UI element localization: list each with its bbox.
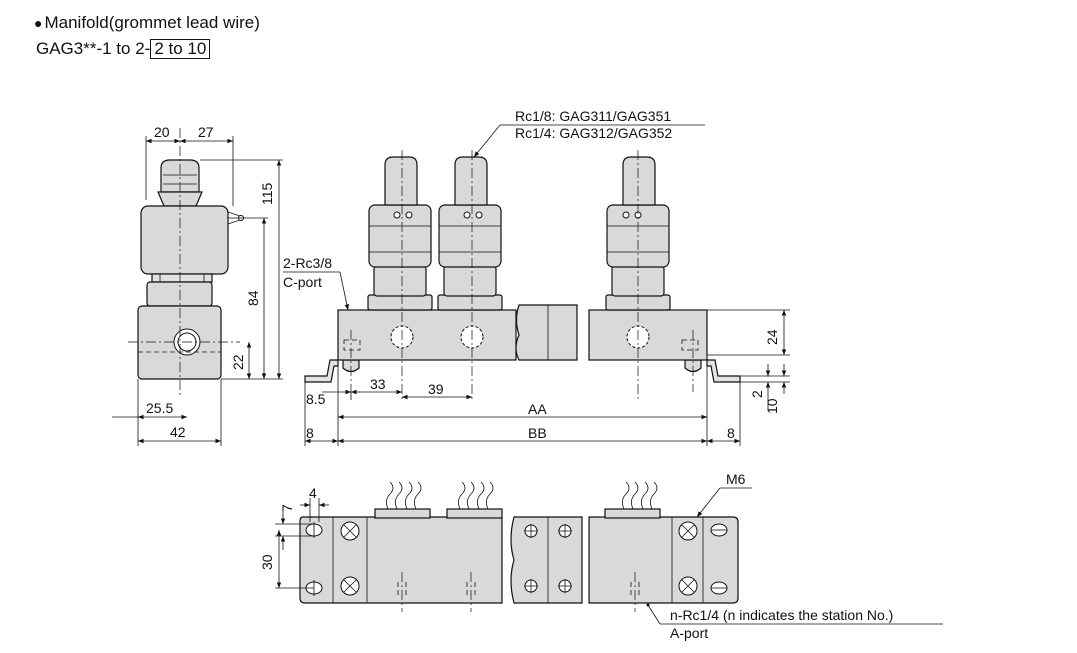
- front-bracket-left: [304, 359, 339, 383]
- side-neck: [151, 273, 213, 283]
- dim-side-115: 115: [259, 182, 275, 205]
- callout-a-port-label: A-port: [670, 625, 708, 641]
- callout-c-port-size: 2-Rc3/8: [283, 255, 332, 271]
- manifold-title: Manifold(grommet lead wire): [44, 13, 260, 32]
- dim-front-33: 33: [370, 376, 386, 392]
- dim-side-20: 20: [154, 124, 170, 140]
- bottom-middle-holes: [524, 524, 572, 593]
- dim-front-aa: AA: [528, 401, 547, 417]
- dim-side-27: 27: [198, 124, 214, 140]
- dim-side-22: 22: [230, 354, 246, 370]
- dim-front-8-5: 8.5: [306, 391, 326, 407]
- dim-bottom-7: 7: [279, 504, 295, 512]
- callout-m6: M6: [726, 471, 746, 487]
- bottom-mounting-holes: [305, 522, 728, 596]
- front-foot-right: [684, 359, 702, 373]
- side-view: 20 27 115 84 22 25.5 42: [112, 124, 283, 446]
- dim-side-25-5: 25.5: [146, 400, 173, 416]
- side-bonnet: [146, 281, 213, 307]
- bottom-view: 7 4 30 M6 n-Rc1/4 (n indicates the stati…: [259, 471, 943, 641]
- bottom-cross-holes: [340, 521, 698, 596]
- dim-side-84: 84: [245, 290, 261, 306]
- front-manifold-middle: [515, 304, 578, 361]
- header: ●Manifold(grommet lead wire) GAG3**-1 to…: [34, 10, 260, 61]
- front-view: Rc1/8: GAG311/GAG351 Rc1/4: GAG312/GAG35…: [283, 108, 790, 446]
- callout-a-port-size: n-Rc1/4 (n indicates the station No.): [670, 607, 893, 623]
- model-line: GAG3**-1 to 2-2 to 10: [36, 36, 260, 61]
- bottom-base-left: [299, 516, 503, 604]
- dim-front-39: 39: [428, 381, 444, 397]
- manifold-title-line: ●Manifold(grommet lead wire): [34, 10, 260, 36]
- dim-bottom-30: 30: [259, 554, 275, 570]
- callout-c-port-label: C-port: [283, 274, 322, 290]
- front-valve-1: [367, 156, 433, 311]
- dim-bottom-4: 4: [309, 485, 317, 501]
- front-valve-3: [605, 156, 671, 311]
- front-bracket-right: [706, 359, 741, 383]
- dim-front-24: 24: [764, 329, 780, 345]
- front-valve-2: [437, 156, 503, 311]
- callout-rc14: Rc1/4: GAG312/GAG352: [515, 125, 672, 141]
- dim-front-8-right: 8: [727, 425, 735, 441]
- model-prefix: GAG3**-1 to 2-: [36, 39, 151, 58]
- front-foot-left: [342, 359, 360, 373]
- front-manifold-left: [337, 309, 517, 361]
- dim-front-bb: BB: [528, 425, 547, 441]
- bottom-base-right: [588, 516, 739, 604]
- dim-side-42: 42: [170, 424, 186, 440]
- callout-rc18: Rc1/8: GAG311/GAG351: [515, 108, 671, 124]
- dim-front-8-left: 8: [306, 425, 314, 441]
- dim-front-10: 10: [764, 398, 780, 414]
- bullet-icon: ●: [34, 15, 43, 31]
- dim-front-2: 2: [749, 390, 765, 398]
- model-range-box: 2 to 10: [150, 39, 211, 59]
- side-coil: [140, 205, 229, 275]
